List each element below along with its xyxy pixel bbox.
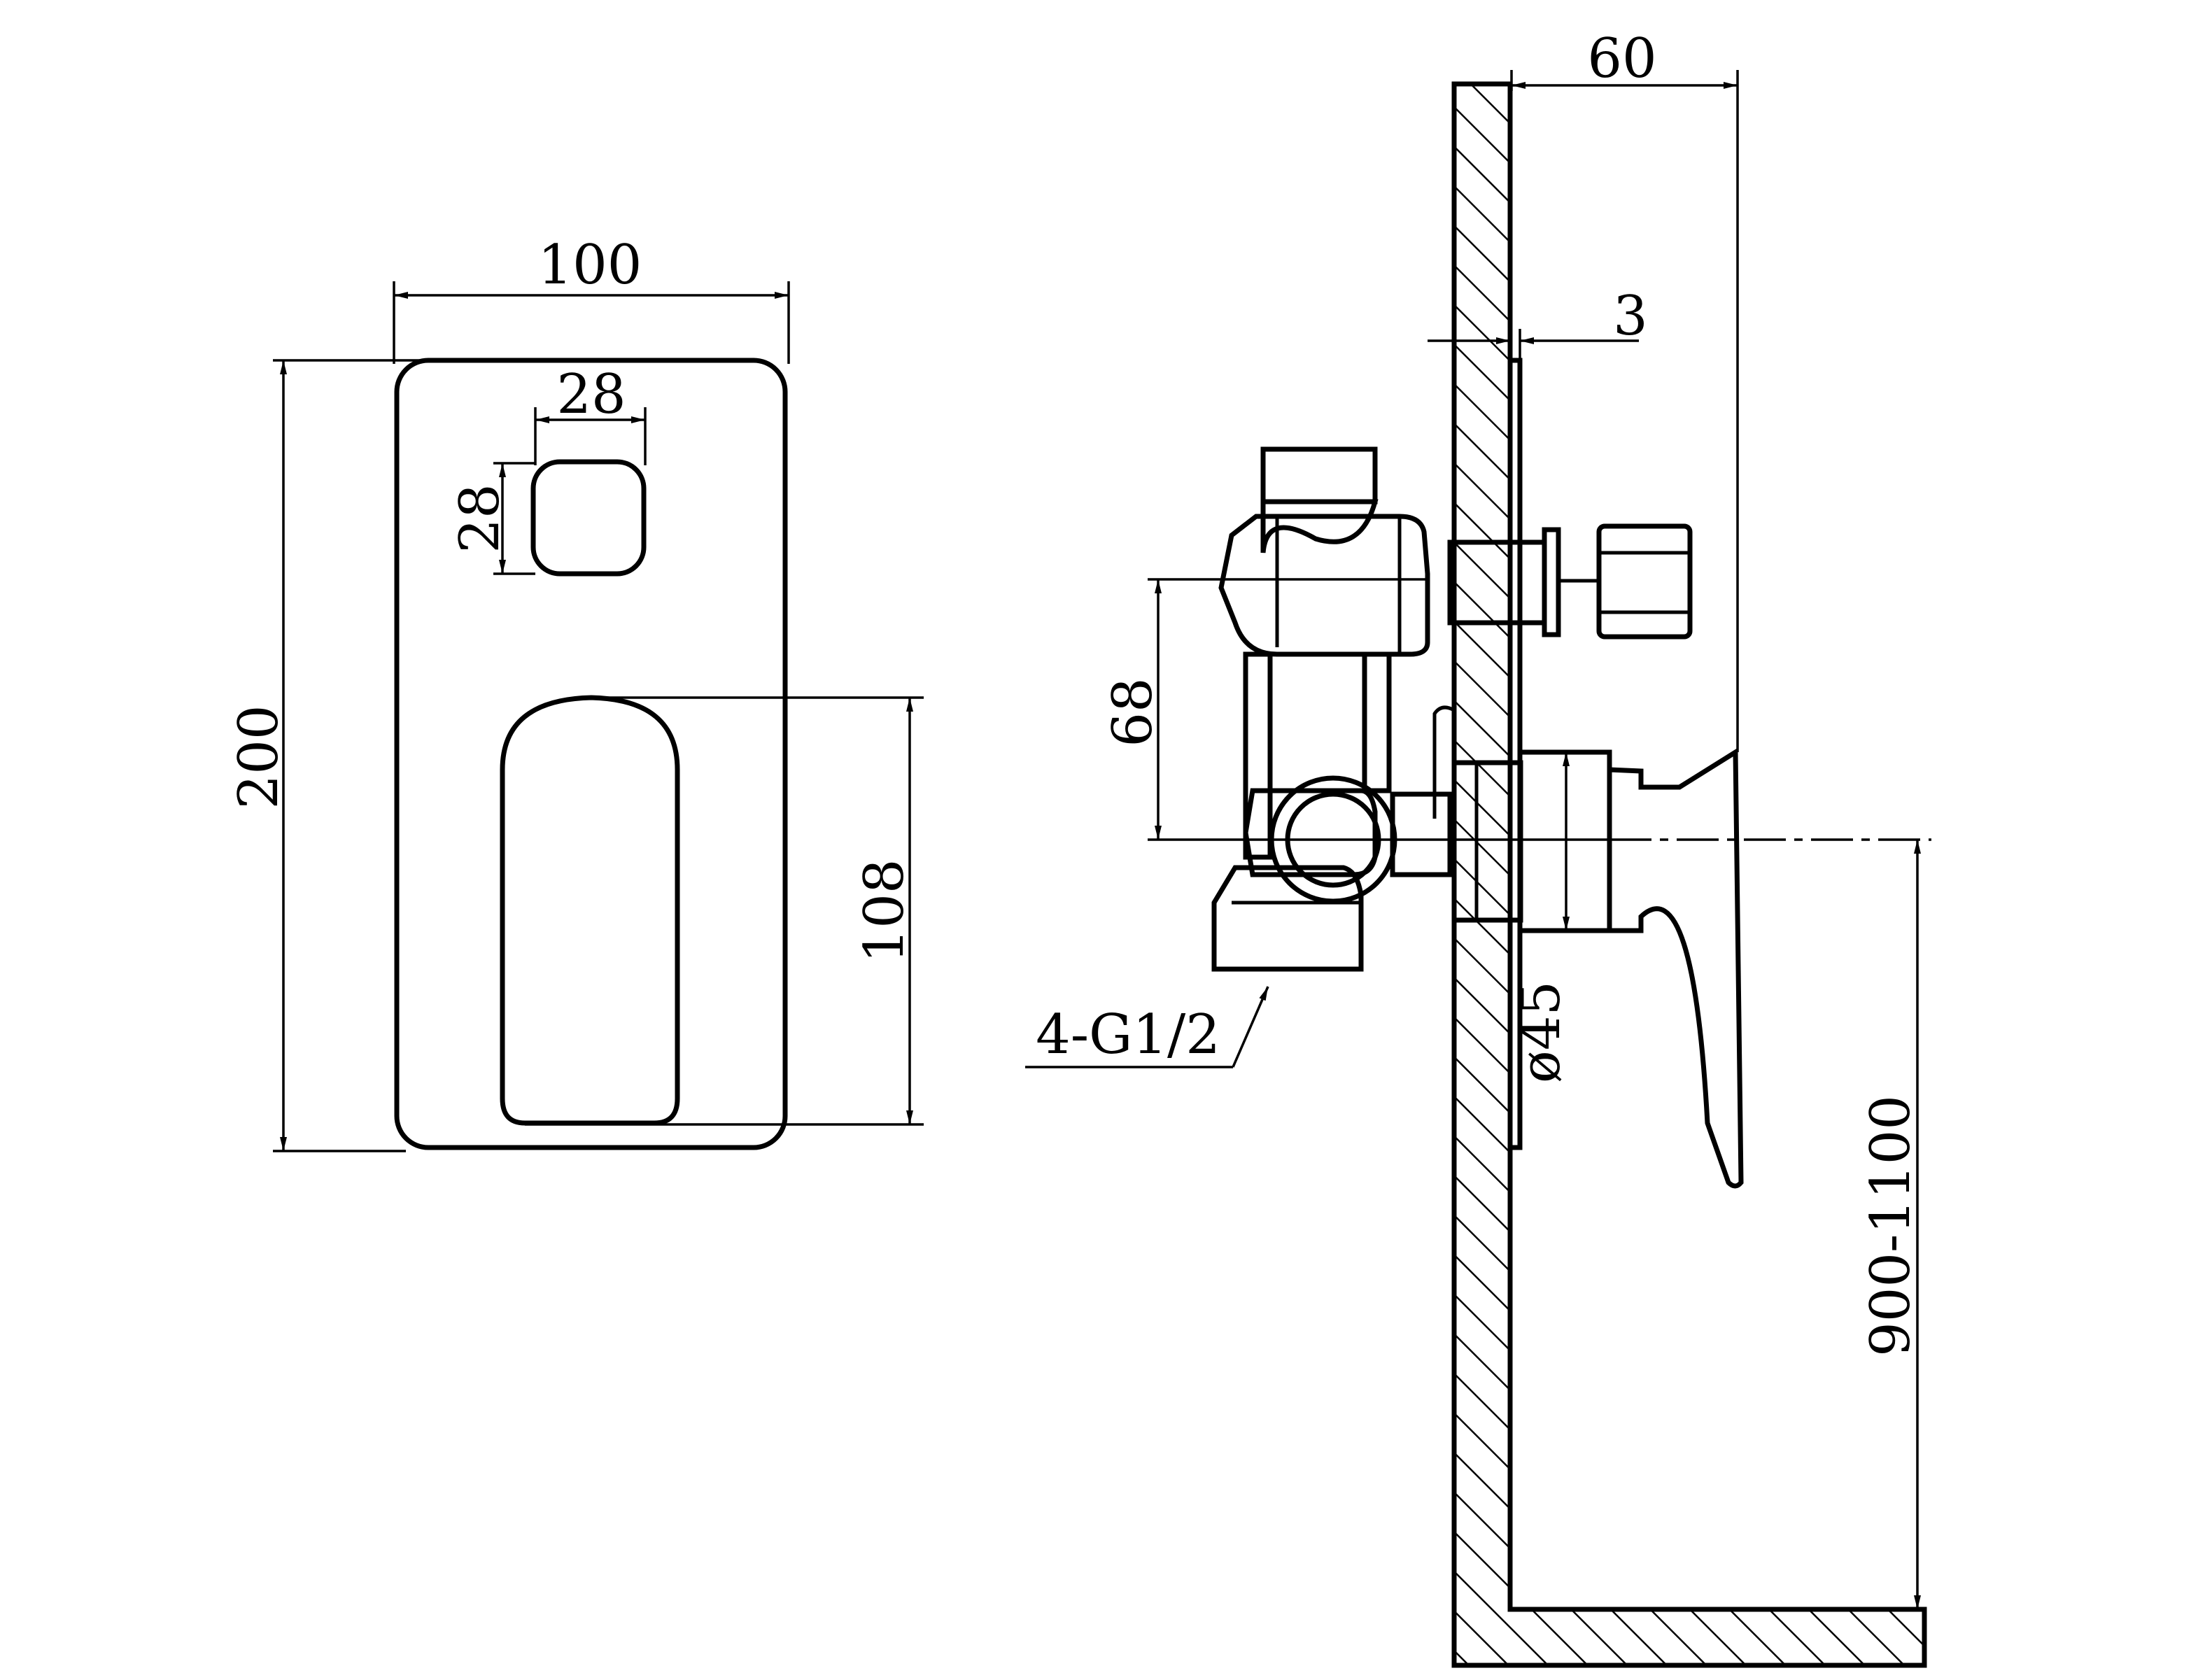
- center-distance-dimension: 68: [1101, 579, 1164, 840]
- thickness-dimension: 3: [1428, 285, 1648, 360]
- center-lines: [1148, 578, 1931, 841]
- wall-section: [1451, 81, 1927, 1668]
- flange-clip: [1432, 705, 1456, 819]
- height-label: 200: [227, 705, 290, 810]
- button-width-label: 28: [556, 363, 626, 426]
- center-distance-label: 68: [1101, 677, 1164, 747]
- lever-height-dimension: 108: [525, 696, 924, 1126]
- depth-label: 60: [1587, 27, 1656, 90]
- height-dimension: 200: [227, 359, 441, 1152]
- lever-side-profile: [1607, 747, 1744, 1189]
- lever-height-label: 108: [853, 859, 916, 963]
- button-height-label: 28: [449, 483, 512, 553]
- connection-callout: 4-G1/2: [1025, 986, 1269, 1068]
- depth-dimension: 60: [1510, 27, 1739, 752]
- cover-plate: [394, 358, 788, 1150]
- install-height-label: 900-1100: [1859, 1095, 1922, 1357]
- width-dimension: 100: [393, 234, 790, 364]
- diameter-dimension: ø45: [1509, 752, 1572, 1083]
- diameter-label: ø45: [1509, 981, 1572, 1083]
- diverter-button: [530, 459, 647, 577]
- install-height-dimension: 900-1100: [1859, 840, 1922, 1609]
- button-width-dimension: 28: [534, 363, 647, 465]
- front-view: 100 200 28 28 108: [227, 234, 924, 1152]
- button-height-dimension: 28: [449, 462, 535, 575]
- valve-body: [1211, 446, 1453, 972]
- side-view: 60 3 68 4-G1/2 ø45 900-1100: [1025, 27, 1931, 1668]
- trim-collar: [1517, 749, 1612, 933]
- width-label: 100: [538, 234, 642, 297]
- mixer-lever: [500, 695, 680, 1126]
- diverter-stem: [1447, 523, 1693, 640]
- connection-label: 4-G1/2: [1036, 1003, 1220, 1066]
- thickness-label: 3: [1613, 285, 1648, 348]
